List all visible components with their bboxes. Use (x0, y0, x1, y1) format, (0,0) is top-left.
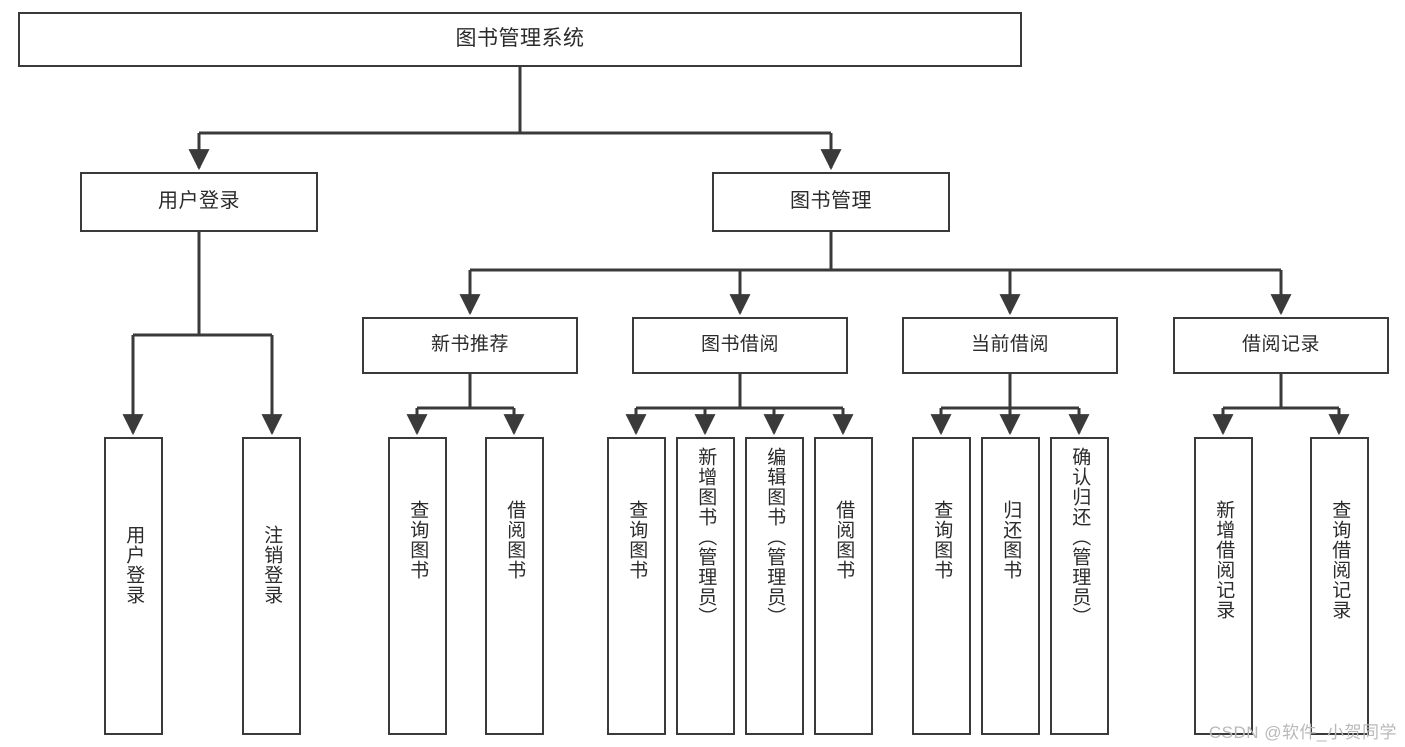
node-leaf-current-query-book-label: 查询图书 (931, 500, 953, 580)
node-leaf-newbook-borrow-book[interactable]: 借阅图书 (485, 437, 544, 735)
node-leaf-query-borrow-record[interactable]: 查询借阅记录 (1310, 437, 1369, 735)
node-leaf-edit-book-admin[interactable]: 编辑图书（管理员） (745, 437, 804, 735)
node-current-borrow-label: 当前借阅 (970, 334, 1049, 356)
node-user-login[interactable]: 用户登录 (80, 172, 318, 232)
node-leaf-return-book[interactable]: 归还图书 (981, 437, 1040, 735)
node-book-manage[interactable]: 图书管理 (712, 172, 950, 232)
node-leaf-add-borrow-record-label: 新增借阅记录 (1213, 500, 1235, 620)
node-root-system-label: 图书管理系统 (455, 27, 585, 51)
node-leaf-return-book-label: 归还图书 (1000, 500, 1022, 580)
node-current-borrow[interactable]: 当前借阅 (902, 317, 1118, 374)
watermark-text: CSDN @软件_小贺同学 (1208, 723, 1397, 742)
node-leaf-current-query-book[interactable]: 查询图书 (912, 437, 971, 735)
node-root-system[interactable]: 图书管理系统 (18, 12, 1022, 67)
node-leaf-add-book-admin[interactable]: 新增图书（管理员） (676, 437, 735, 735)
node-leaf-borrow-book-label: 借阅图书 (833, 500, 855, 580)
node-leaf-add-borrow-record[interactable]: 新增借阅记录 (1194, 437, 1253, 735)
node-new-book-recommend-label: 新书推荐 (430, 334, 509, 356)
node-leaf-newbook-query-book[interactable]: 查询图书 (388, 437, 447, 735)
node-new-book-recommend[interactable]: 新书推荐 (362, 317, 578, 374)
node-leaf-borrow-query-book-label: 查询图书 (626, 500, 648, 580)
node-borrow-record-label: 借阅记录 (1241, 334, 1320, 356)
node-leaf-newbook-borrow-book-label: 借阅图书 (504, 500, 526, 580)
node-book-manage-label: 图书管理 (790, 190, 872, 213)
node-leaf-user-login[interactable]: 用户登录 (104, 437, 163, 735)
node-leaf-add-book-admin-label: 新增图书（管理员） (695, 447, 717, 627)
node-leaf-confirm-return-admin[interactable]: 确认归还（管理员） (1050, 437, 1109, 735)
node-leaf-logout[interactable]: 注销登录 (242, 437, 301, 735)
node-borrow-record[interactable]: 借阅记录 (1173, 317, 1389, 374)
node-leaf-newbook-query-book-label: 查询图书 (407, 500, 429, 580)
node-leaf-confirm-return-admin-label: 确认归还（管理员） (1069, 447, 1091, 627)
node-book-borrow-label: 图书借阅 (700, 334, 779, 356)
node-leaf-edit-book-admin-label: 编辑图书（管理员） (764, 447, 786, 627)
node-user-login-label: 用户登录 (158, 190, 240, 213)
node-book-borrow[interactable]: 图书借阅 (632, 317, 848, 374)
node-leaf-borrow-query-book[interactable]: 查询图书 (607, 437, 666, 735)
node-leaf-user-login-label: 用户登录 (123, 525, 145, 605)
node-leaf-borrow-book[interactable]: 借阅图书 (814, 437, 873, 735)
node-leaf-logout-label: 注销登录 (261, 525, 283, 605)
node-leaf-query-borrow-record-label: 查询借阅记录 (1329, 500, 1351, 620)
